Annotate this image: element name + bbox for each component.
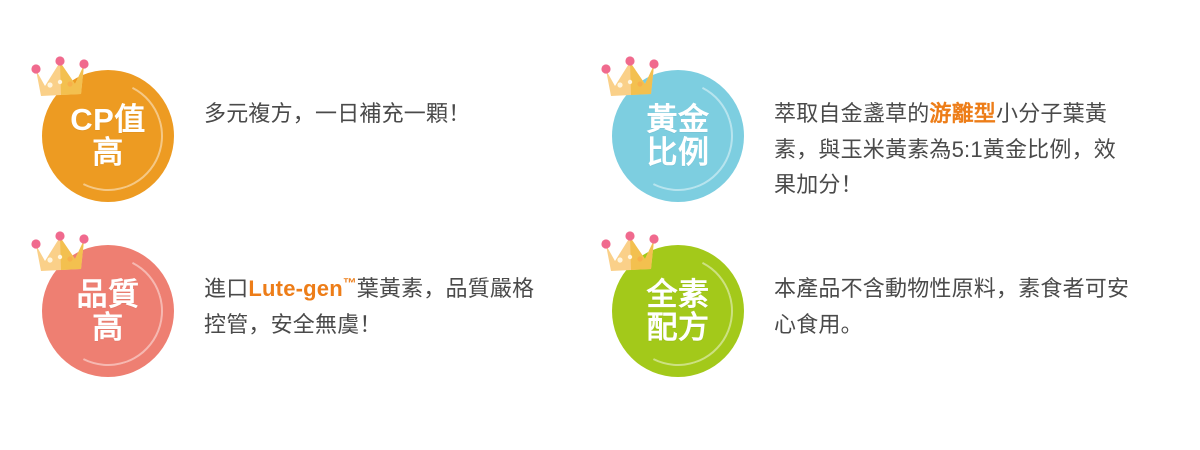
description-text: 小分子葉黃素，與玉米黃素為5:1黃金比例，效果加分！ (774, 101, 1116, 198)
description-text: 本產品不含動物性原料，素食者可安心食用。 (774, 276, 1130, 337)
crown-icon (601, 56, 659, 96)
badge-label-line1: 黃金 (646, 101, 710, 137)
feature-badge: 全素 配方 (601, 231, 748, 381)
description-text: 進口 (204, 276, 249, 301)
badge-circle: 黃金 比例 (608, 66, 748, 206)
feature-description: 多元複方，一日補充一顆！ (204, 70, 470, 132)
feature-description: 萃取自金盞草的游離型小分子葉黃素，與玉米黃素為5:1黃金比例，效果加分！ (774, 70, 1132, 203)
feature-badge: 品質 高 (31, 231, 178, 381)
badge-label-line2: 高 (92, 135, 124, 170)
crown-icon (31, 231, 89, 271)
badge-label-line1: CP值 (70, 101, 146, 137)
feature-badge: 黃金 比例 (601, 56, 748, 206)
trademark-mark: ™ (342, 275, 357, 291)
highlighted-term: 游離型 (929, 101, 997, 126)
crown-icon (601, 231, 659, 271)
badge-label: CP值 高 (70, 103, 146, 169)
feature-badge: CP值 高 (31, 56, 178, 206)
badge-label-line2: 配方 (646, 310, 710, 345)
badge-label: 全素 配方 (647, 278, 710, 344)
description-text: 葉黃素，品質嚴格控管，安全無虞！ (204, 276, 535, 337)
highlighted-term: Lute-gen (248, 276, 343, 301)
badge-circle: CP值 高 (38, 66, 178, 206)
description-text: 多元複方，一日補充一顆！ (204, 101, 471, 126)
feature-item: 品質 高 進口Lute-gen™葉黃素，品質嚴格控管，安全無虞！ (31, 231, 554, 381)
badge-label-line1: 品質 (76, 276, 140, 312)
crown-icon (31, 56, 89, 96)
badge-label-line1: 全素 (646, 276, 710, 312)
feature-description: 本產品不含動物性原料，素食者可安心食用。 (774, 245, 1132, 342)
badge-label-line2: 高 (92, 310, 124, 345)
badge-label: 黃金 比例 (647, 103, 710, 169)
feature-description: 進口Lute-gen™葉黃素，品質嚴格控管，安全無虞！ (204, 245, 554, 342)
badge-label-line2: 比例 (646, 135, 710, 170)
description-text: 萃取自金盞草的 (774, 101, 930, 126)
feature-item: 黃金 比例 萃取自金盞草的游離型小分子葉黃素，與玉米黃素為5:1黃金比例，效果加… (601, 56, 1132, 206)
feature-item: 全素 配方 本產品不含動物性原料，素食者可安心食用。 (601, 231, 1132, 381)
feature-item: CP值 高 多元複方，一日補充一顆！ (31, 56, 470, 206)
badge-label: 品質 高 (77, 278, 140, 344)
